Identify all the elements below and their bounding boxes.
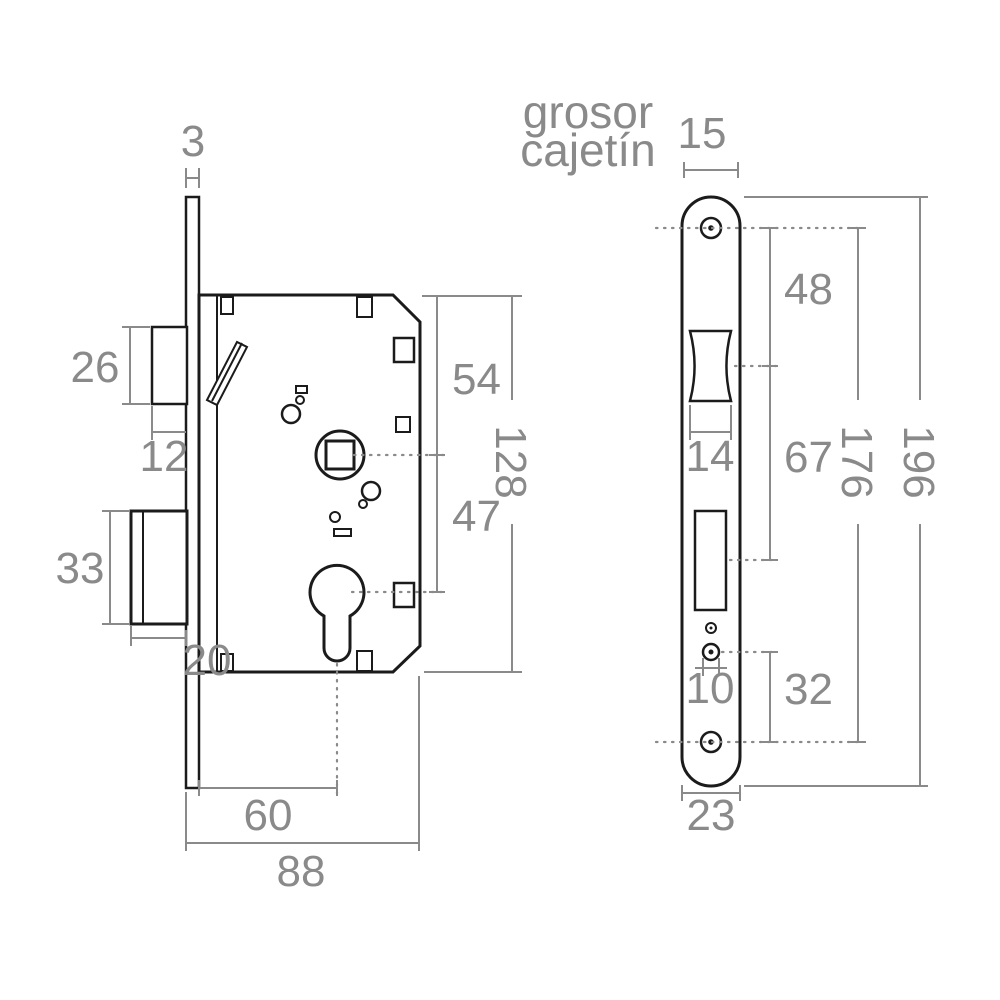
dim-latch-to-deadbolt-label: 67: [784, 433, 833, 482]
dim-latch-width-lines: [689, 405, 732, 440]
latch-bolt: [150, 325, 189, 406]
dim-deadbolt-height-label: 33: [56, 544, 105, 593]
euro-cylinder-hole: [308, 563, 366, 663]
dim-deadbolt-projection-lines: [130, 626, 187, 646]
bottom-mid-lug: [356, 650, 373, 672]
deadbolt: [129, 509, 189, 626]
dim-case-height-label: 128: [486, 425, 535, 498]
rivet-post-small: [329, 511, 341, 523]
rivet-post: [360, 480, 382, 502]
dim-spindle-to-cylinder-label: 47: [452, 492, 501, 541]
small-hole-upper-center: [709, 626, 713, 630]
dim-plate-width-label: 23: [687, 791, 736, 840]
dim-latch-width-label: 14: [686, 432, 735, 481]
dim-latch-height-label: 26: [71, 343, 120, 392]
dim-hole-to-screw-label: 32: [784, 665, 833, 714]
front-view: grosor cajetín 15 14: [520, 86, 943, 840]
latch-spring-line: [211, 342, 243, 402]
spring-clip: [295, 385, 308, 394]
dim-faceplate-thickness-label: 3: [181, 117, 205, 166]
dim-plate-length-label: 196: [894, 425, 943, 498]
dim-faceplate-thickness-lines: [185, 168, 200, 188]
bottom-left-lug: [220, 653, 234, 672]
spring-clip: [333, 528, 352, 537]
spindle-square-hole: [324, 439, 356, 471]
rivet-post-small: [295, 395, 305, 405]
dim-small-hole-label: 10: [686, 664, 735, 713]
right-small-tab: [395, 416, 411, 433]
dim-latch-projection-label: 12: [140, 432, 189, 481]
dim-deadbolt-projection-label: 20: [183, 636, 232, 685]
rivet-post: [280, 403, 302, 425]
dim-top-to-spindle-label: 54: [452, 355, 501, 404]
dim-case-thickness-lines: [683, 162, 739, 178]
faceplate-side: [184, 195, 201, 790]
dim-spindle-chain-lines: [422, 295, 448, 593]
side-dimensions: 3 26 12 33 20 54 47 128 60: [56, 117, 535, 896]
dim-case-thickness-label: 15: [678, 109, 727, 158]
top-left-lug: [220, 296, 234, 315]
dim-small-hole-lines: [695, 658, 727, 676]
dim-deadbolt-height-lines: [102, 510, 129, 625]
dim-latch-height-lines: [122, 326, 150, 405]
dim-case-depth-lines: [185, 676, 420, 851]
caption-line2: cajetín: [520, 124, 656, 176]
side-view: 3 26 12 33 20 54 47 128 60: [56, 117, 535, 896]
dim-hole-chain-lines: [762, 227, 778, 743]
dim-screw-spacing-lines: [850, 227, 866, 743]
top-mid-lug: [356, 296, 373, 318]
dim-plate-width-lines: [681, 785, 741, 801]
dim-plate-length-lines: [744, 196, 928, 787]
small-hole-lower-center: [708, 649, 714, 655]
latch-spring: [205, 340, 249, 407]
dim-case-depth-label: 88: [277, 847, 326, 896]
latch-opening: [688, 329, 733, 403]
right-upper-tab: [392, 336, 416, 364]
front-dimensions: 15 14 10 23 48 67 32 176: [654, 109, 943, 840]
caption-line1: grosor: [523, 86, 653, 138]
deadbolt-opening: [693, 509, 728, 612]
dim-case-height-lines: [424, 295, 522, 673]
right-lower-tab: [392, 581, 416, 609]
dim-screw-to-latch-label: 48: [784, 265, 833, 314]
dim-latch-projection-lines: [151, 406, 186, 440]
case-details: [220, 296, 416, 672]
rivet-post-small: [358, 499, 368, 509]
dim-backset-lines: [198, 780, 338, 796]
dim-backset-label: 60: [244, 791, 293, 840]
dim-screw-spacing-label: 176: [832, 425, 881, 498]
lock-case-outline: [197, 293, 422, 674]
